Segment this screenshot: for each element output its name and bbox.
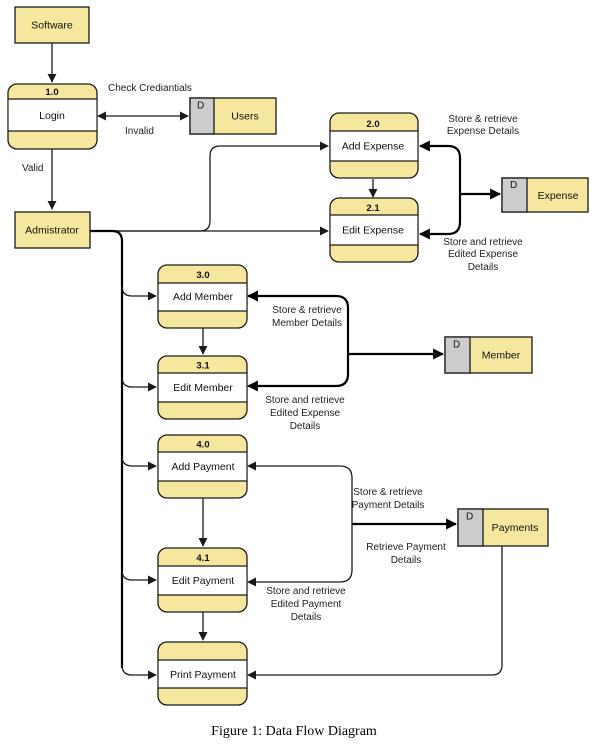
flow-admin-add-expense: [90, 141, 329, 232]
flow-label-exp-store-2: Expense Details: [447, 126, 519, 137]
store-member: D Member: [444, 336, 533, 374]
process-add-expense-id: 2.0: [366, 119, 379, 130]
process-edit-member: 3.1 Edit Member: [157, 355, 248, 420]
entity-admin-label: Admistrator: [25, 225, 79, 237]
store-payments-name: Payments: [492, 522, 539, 534]
process-add-expense: 2.0 Add Expense: [329, 112, 419, 179]
flow-lines: [47, 43, 503, 680]
flow-label-exp-edit-2: Edited Expense: [448, 249, 518, 260]
store-expense: D Expense: [501, 177, 589, 213]
flow-label-pay-edit-3: Details: [291, 612, 322, 623]
flow-label-invalid: Invalid: [125, 126, 154, 137]
flow-label-mem-store-2: Member Details: [272, 318, 342, 329]
flow-label-exp-store-1: Store & retrieve: [448, 114, 518, 125]
flow-label-valid: Valid: [22, 163, 44, 174]
process-edit-payment-id: 4.1: [196, 553, 210, 564]
process-print-payment-name: Print Payment: [170, 669, 236, 681]
flow-labels: Check Crediantials Invalid Valid Store &…: [22, 83, 523, 623]
process-login: 1.0 Login: [7, 83, 98, 150]
process-edit-expense: 2.1 Edit Expense: [329, 197, 419, 263]
flow-member-bus: [246, 290, 350, 392]
process-edit-payment-name: Edit Payment: [172, 575, 235, 587]
process-edit-member-id: 3.1: [196, 361, 210, 372]
store-member-marker: D: [453, 340, 460, 351]
store-payments: D Payments: [457, 508, 549, 547]
process-add-payment: 4.0 Add Payment: [157, 434, 248, 499]
store-users-name: Users: [231, 111, 258, 123]
flow-label-pay-store-1: Store & retrieve: [353, 487, 423, 498]
store-expense-name: Expense: [538, 190, 579, 202]
process-add-member: 3.0 Add Member: [157, 264, 248, 329]
flow-admin-add-payment: [121, 455, 157, 471]
flow-label-pay-retrieve-1: Retrieve Payment: [366, 542, 446, 553]
flow-label-check-credentials: Check Crediantials: [108, 83, 192, 94]
flow-label-pay-retrieve-2: Details: [391, 555, 422, 566]
process-edit-payment: 4.1 Edit Payment: [157, 547, 248, 613]
flow-label-mem-store-1: Store & retrieve: [272, 305, 342, 316]
process-add-payment-name: Add Payment: [171, 461, 234, 473]
flow-payment-bus: [247, 461, 353, 587]
flow-label-pay-edit-2: Edited Payment: [271, 599, 342, 610]
entity-admin: Admistrator: [14, 211, 91, 249]
process-add-member-name: Add Member: [173, 291, 234, 303]
flow-label-pay-edit-1: Store and retrieve: [266, 586, 346, 597]
process-print-payment: Print Payment: [157, 641, 248, 706]
entity-software: Software: [14, 6, 90, 44]
store-expense-marker: D: [510, 180, 517, 191]
process-edit-expense-name: Edit Expense: [342, 225, 404, 237]
process-edit-expense-id: 2.1: [366, 203, 380, 214]
flow-label-mem-edit-1: Store and retrieve: [265, 395, 345, 406]
flow-label-mem-edit-3: Details: [290, 421, 321, 432]
flow-label-exp-edit-1: Store and retrieve: [443, 237, 523, 248]
process-add-payment-id: 4.0: [196, 440, 209, 451]
process-add-member-id: 3.0: [196, 270, 209, 281]
flow-label-mem-edit-2: Edited Expense: [270, 408, 340, 419]
store-member-name: Member: [482, 350, 521, 362]
process-add-expense-name: Add Expense: [342, 141, 405, 153]
figure-caption: Figure 1: Data Flow Diagram: [211, 724, 377, 739]
process-login-name: Login: [39, 110, 65, 122]
flow-admin-edit-member: [121, 376, 157, 392]
process-login-id: 1.0: [45, 87, 58, 98]
store-payments-marker: D: [466, 512, 473, 523]
flow-admin-print-payment: [121, 664, 157, 680]
flow-label-exp-edit-3: Details: [468, 262, 499, 273]
process-edit-member-name: Edit Member: [173, 382, 233, 394]
flow-payments-print: [247, 546, 503, 680]
store-users: D Users: [189, 97, 277, 135]
entity-software-label: Software: [31, 20, 73, 32]
flow-admin-edit-payment: [121, 569, 157, 585]
flow-admin-add-member: [121, 285, 157, 301]
flow-label-pay-store-2: Payment Details: [352, 500, 425, 511]
store-users-marker: D: [197, 101, 204, 112]
admin-trunk: [90, 229, 124, 668]
flow-expense-bus: [418, 140, 462, 240]
